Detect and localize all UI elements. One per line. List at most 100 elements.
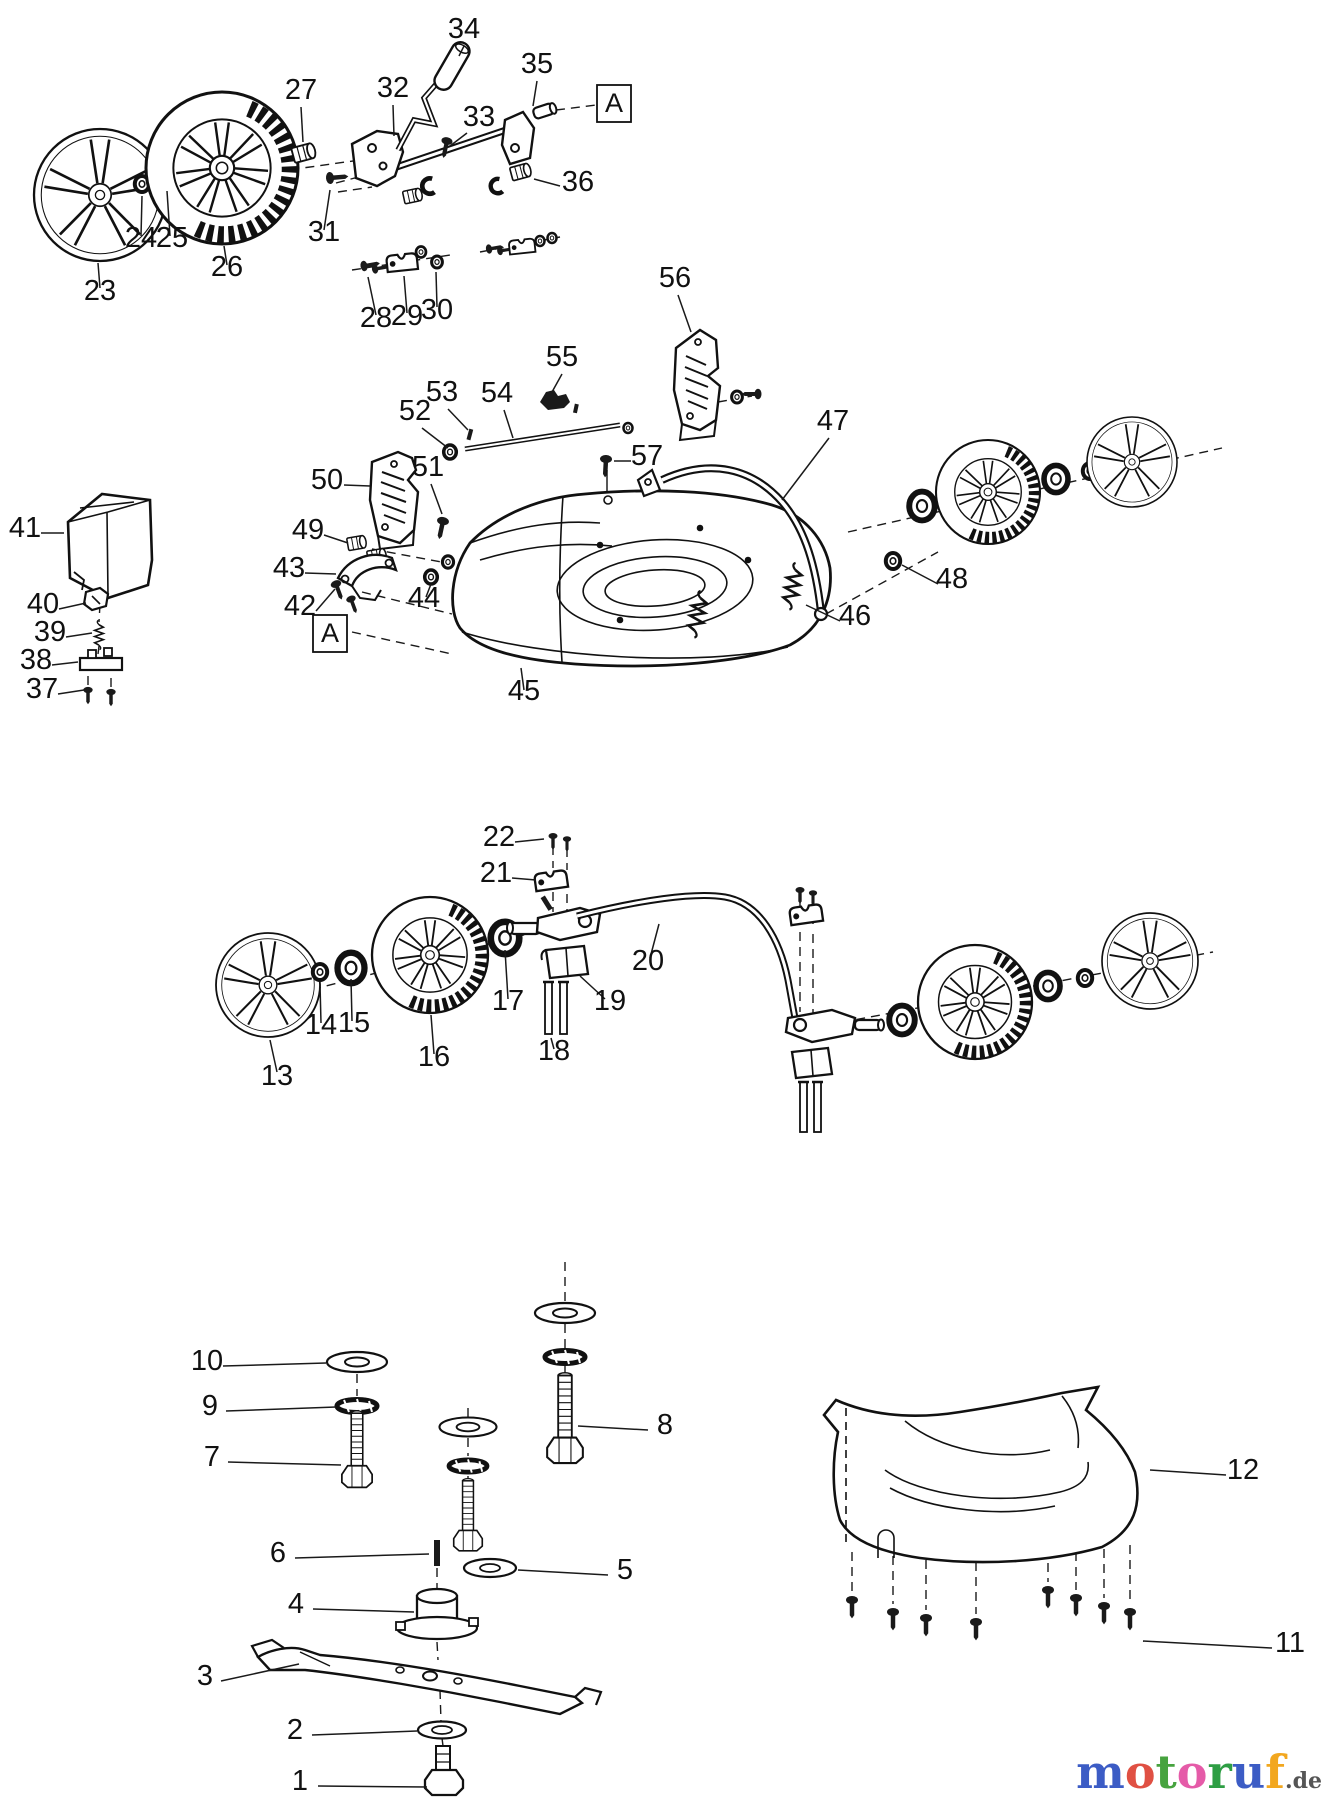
washer-10 xyxy=(325,1350,389,1374)
clamp-nut xyxy=(546,231,558,245)
motor-cover-assembly xyxy=(822,1385,1139,1641)
washer-mid xyxy=(438,1416,498,1438)
motoruf-logo[interactable]: motoruf.de xyxy=(1076,1745,1322,1799)
deck-housing-45 xyxy=(451,489,832,668)
logo-tld: .de xyxy=(1285,1768,1322,1794)
handle-bar-highlight xyxy=(661,466,823,613)
callout-42: 42 xyxy=(284,590,316,622)
bolt-mid xyxy=(452,1477,484,1552)
handle-nut-48 xyxy=(886,553,900,569)
callout-29: 29 xyxy=(391,300,423,332)
motor-cover-detail xyxy=(845,1395,1089,1558)
clamp-nut xyxy=(414,245,428,259)
handle-mount-hole xyxy=(644,478,652,486)
mulch-plug-assembly xyxy=(66,492,154,707)
callout-54: 54 xyxy=(481,377,513,409)
handle-mount-tab xyxy=(636,468,662,498)
shaft-clamp xyxy=(507,237,537,256)
bearing-right-outer xyxy=(1036,972,1060,999)
rear-bearing xyxy=(909,492,935,521)
logo-letter: f xyxy=(1265,1745,1288,1799)
axle-bolts-18 xyxy=(543,980,569,1035)
callout-28: 28 xyxy=(360,302,392,334)
logo-letter: m xyxy=(1076,1745,1125,1799)
cover-screw-11 xyxy=(846,1596,858,1619)
callout-1: 1 xyxy=(292,1765,308,1797)
mulch-plug-foot xyxy=(73,571,85,591)
mulch-plug-detail xyxy=(67,499,151,597)
callout-32: 32 xyxy=(377,72,409,104)
callout-14: 14 xyxy=(305,1009,337,1041)
bolt-7 xyxy=(341,1410,373,1489)
wheel-right xyxy=(918,945,1032,1059)
bearing-15 xyxy=(338,953,365,984)
washer-5 xyxy=(462,1557,518,1579)
detail-marker-a-deck-label: A xyxy=(321,618,339,648)
shaft-bushing-36 xyxy=(508,161,534,182)
bushing-49 xyxy=(345,534,368,552)
logo-letter: o xyxy=(1177,1745,1208,1799)
callout-18: 18 xyxy=(538,1035,570,1067)
axle-arm-right xyxy=(784,1008,885,1044)
callout-3: 3 xyxy=(197,1660,213,1692)
callout-17: 17 xyxy=(492,985,524,1017)
callout-9: 9 xyxy=(202,1390,218,1422)
callout-30: 30 xyxy=(421,294,453,326)
key-pin-6 xyxy=(434,1540,440,1566)
callout-39: 39 xyxy=(34,616,66,648)
cover-screw xyxy=(1098,1602,1110,1625)
callout-6: 6 xyxy=(270,1537,286,1569)
wheel-16 xyxy=(372,897,488,1013)
rear-axle-assembly xyxy=(214,833,1199,1133)
callout-10: 10 xyxy=(191,1345,223,1377)
bracket-hole xyxy=(367,143,377,153)
adjuster-bracket-32 xyxy=(350,129,405,188)
clamp-nut-30 xyxy=(430,254,444,270)
callout-48: 48 xyxy=(936,563,968,595)
callout-43: 43 xyxy=(273,552,305,584)
callout-55: 55 xyxy=(546,341,578,373)
logo-letter: o xyxy=(1125,1745,1156,1799)
logo-letter: u xyxy=(1232,1745,1265,1799)
callout-16: 16 xyxy=(418,1041,450,1073)
cotter-pin-53 xyxy=(466,428,474,441)
screw-51 xyxy=(433,515,450,541)
axle-clamp-right xyxy=(787,902,825,927)
callout-40: 40 xyxy=(27,588,59,620)
callout-26: 26 xyxy=(211,251,243,283)
axle-nut-14 xyxy=(313,964,327,980)
cable-clip-55 xyxy=(540,390,570,410)
cover-screw xyxy=(1124,1608,1136,1631)
washer-2 xyxy=(416,1720,468,1740)
callout-21: 21 xyxy=(480,857,512,889)
axle-bolts-right xyxy=(798,1080,823,1133)
rod-end-nut xyxy=(622,421,634,435)
detail-marker-a-deck: A xyxy=(312,614,348,653)
bracket-hole xyxy=(378,161,388,171)
adjuster-grip-34 xyxy=(433,41,471,91)
blade-assembly xyxy=(250,1301,603,1797)
bracket-hole xyxy=(510,143,520,153)
callout-23: 23 xyxy=(84,275,116,307)
callout-27: 27 xyxy=(285,74,317,106)
pivot-screw-22 xyxy=(548,833,558,850)
cover-screw xyxy=(887,1608,899,1631)
callout-12: 12 xyxy=(1227,1454,1259,1486)
blade-3 xyxy=(250,1638,603,1716)
detail-marker-a-top: A xyxy=(596,84,632,123)
callout-41: 41 xyxy=(9,512,41,544)
callout-36: 36 xyxy=(562,166,594,198)
rod-nut-52 xyxy=(441,443,459,461)
pivot-screw-22b xyxy=(562,836,572,852)
arc-bracket-43 xyxy=(336,553,398,602)
callout-44: 44 xyxy=(408,582,440,614)
latch-spring-39 xyxy=(93,619,105,651)
rear-wheel xyxy=(936,440,1040,544)
washer-top-right xyxy=(533,1301,597,1325)
mulch-plug-41 xyxy=(66,492,154,600)
shaft-bushing-half xyxy=(489,178,503,195)
axle-arm-left xyxy=(506,895,602,942)
shaft-bushing-half xyxy=(421,178,435,195)
callout-52: 52 xyxy=(399,395,431,427)
